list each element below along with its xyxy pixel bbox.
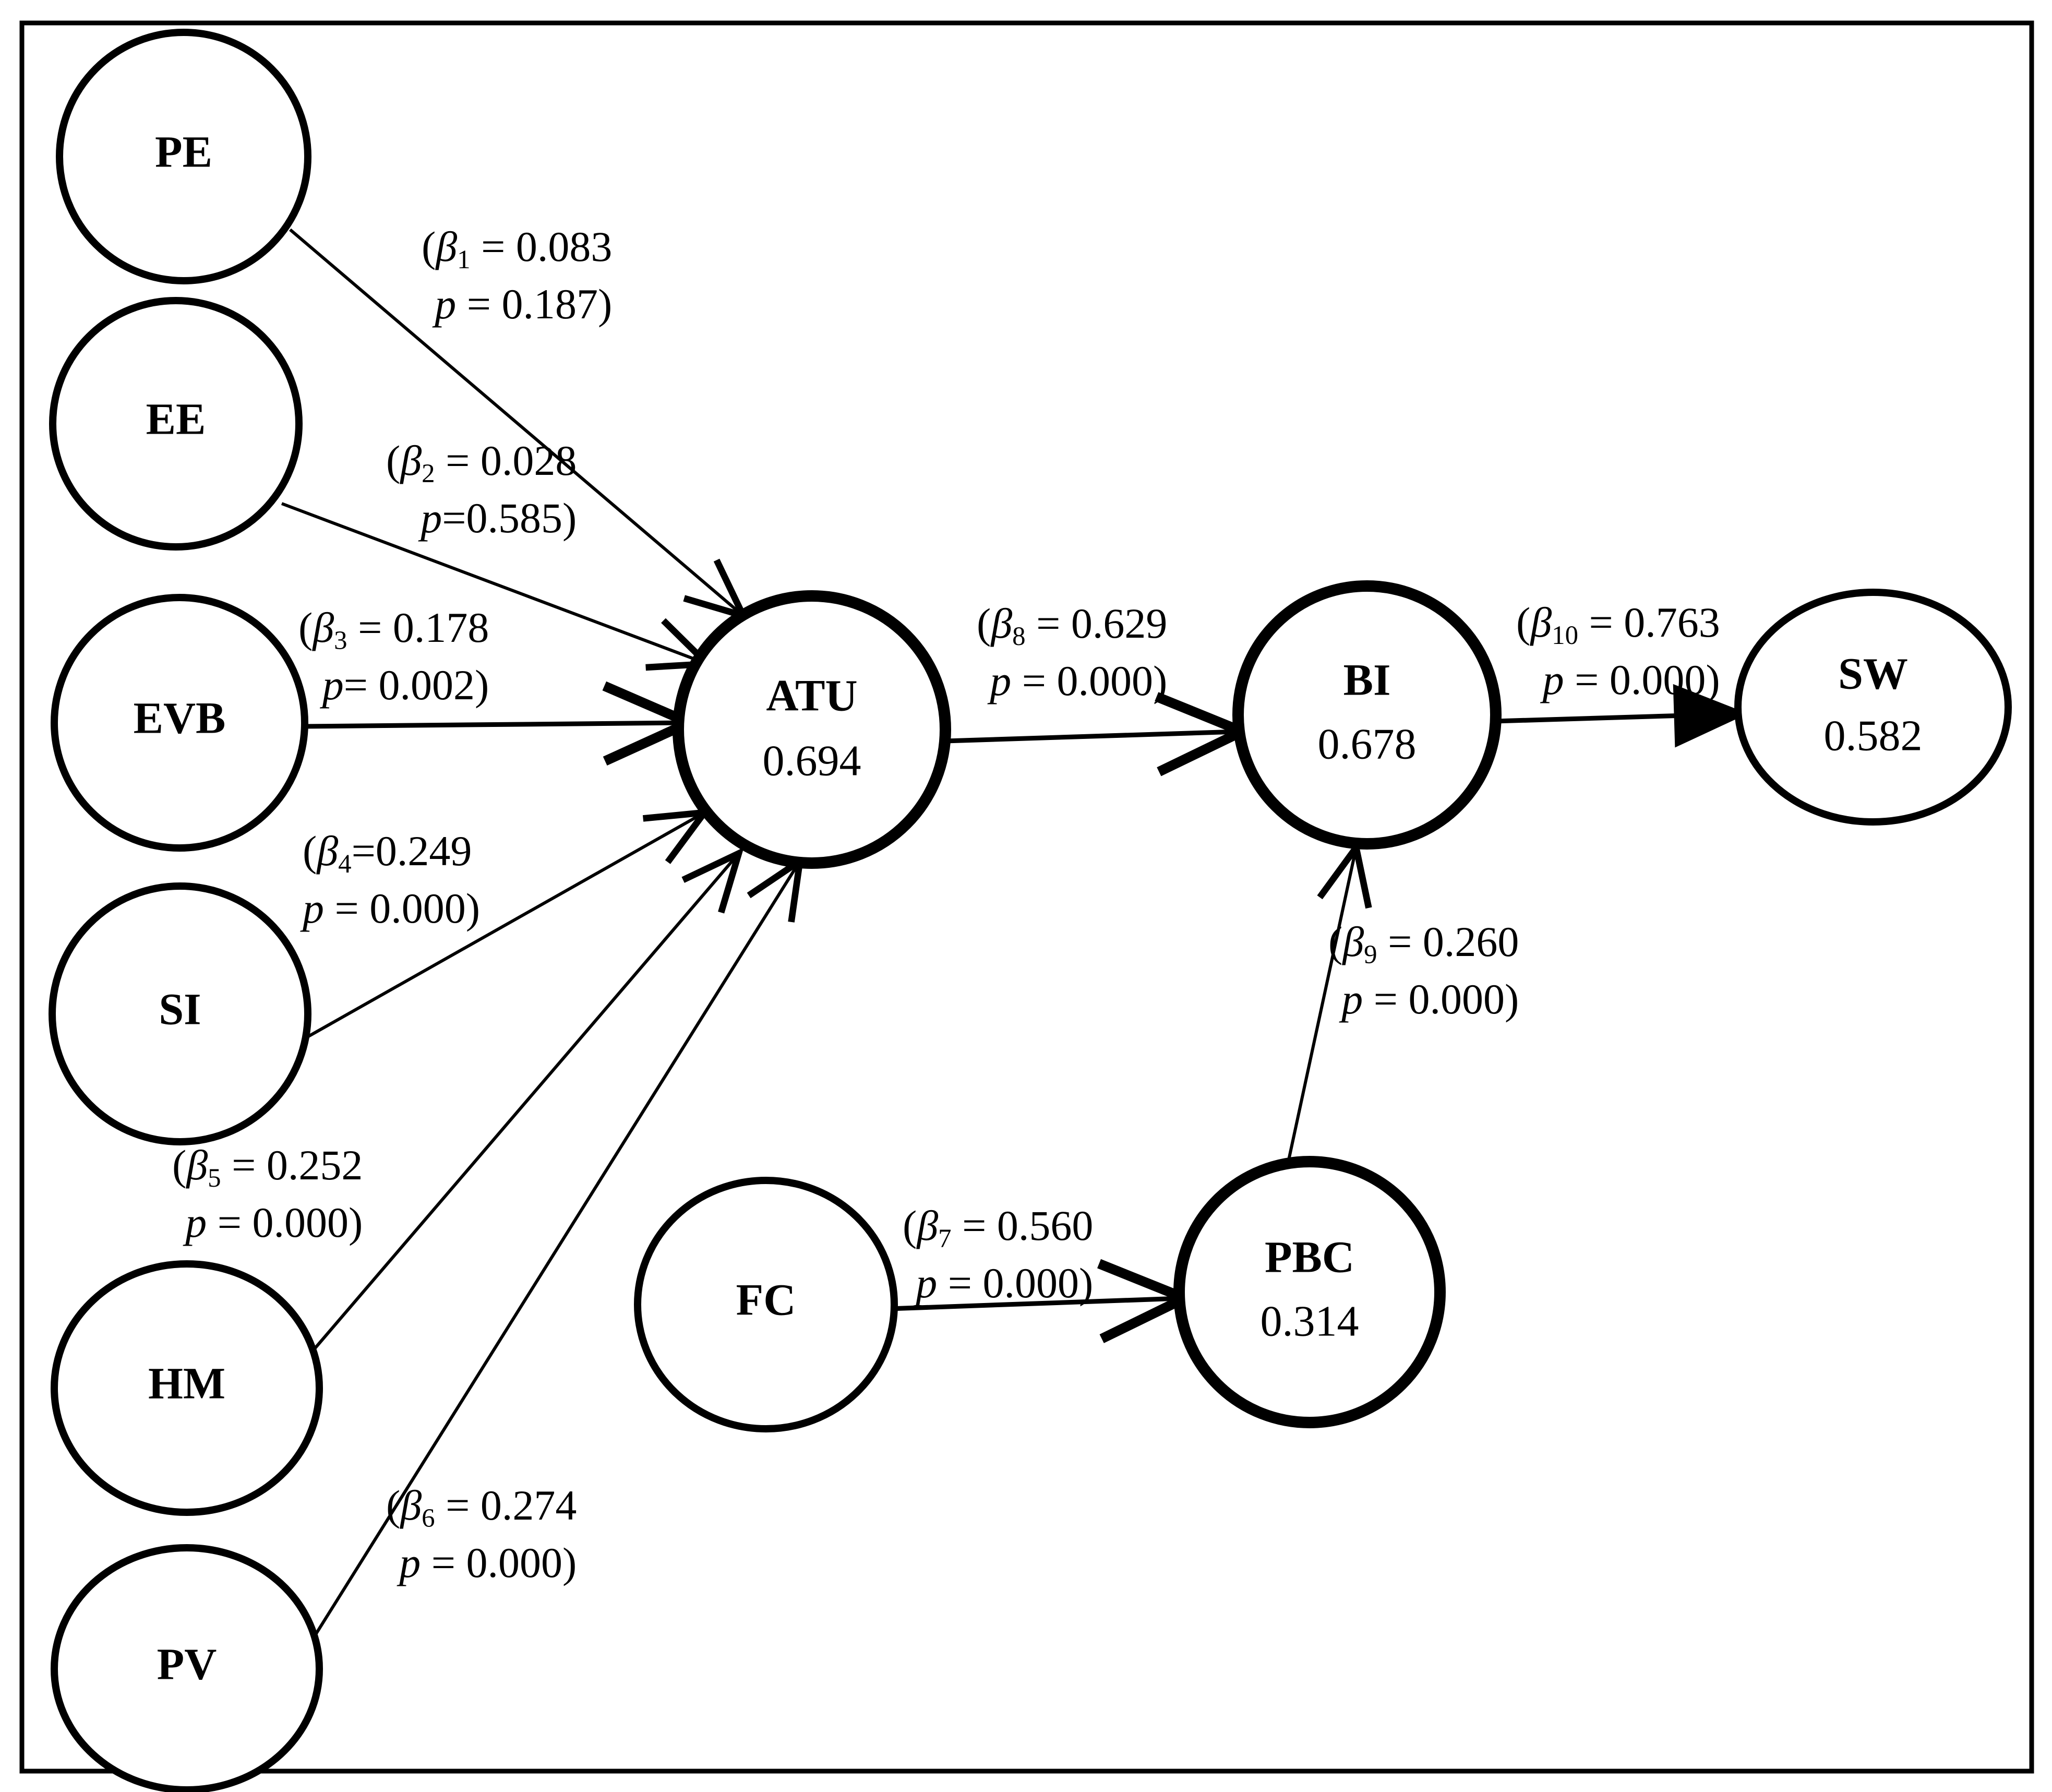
edge-group — [281, 228, 1748, 1640]
path-label-b1: (β1 = 0.083 p = 0.187) — [422, 223, 613, 328]
edge-pe-atu — [289, 228, 750, 621]
node-pbc-label: PBC — [1265, 1232, 1354, 1282]
path-label-b3: (β3 = 0.178 p= 0.002) — [298, 604, 489, 709]
path-label-b5: (β5 = 0.252 p = 0.000) — [172, 1141, 363, 1247]
node-bi-label: BI — [1343, 655, 1391, 705]
path-label-b8: (β8 = 0.629 p = 0.000) — [977, 600, 1168, 705]
path-label-b9: (β9 = 0.260 p = 0.000) — [1328, 918, 1519, 1023]
edge-fc-pbc — [889, 1259, 1197, 1343]
node-hm[interactable]: HM — [51, 1260, 323, 1516]
edge-atu-bi — [945, 692, 1255, 776]
edge-evb-atu — [301, 681, 702, 766]
node-sw-value: 0.582 — [1824, 711, 1923, 760]
edge-ee-atu — [281, 502, 715, 671]
edge-bi-sw — [1495, 684, 1748, 748]
node-pbc[interactable]: PBC 0.314 — [1173, 1156, 1446, 1428]
node-evb[interactable]: EVB — [51, 594, 308, 852]
edge-hm-atu — [308, 847, 744, 1355]
edge-pbc-bi — [1286, 839, 1372, 1165]
node-ee[interactable]: EE — [49, 297, 303, 551]
node-hm-label: HM — [148, 1358, 225, 1408]
node-bi[interactable]: BI 0.678 — [1232, 580, 1502, 850]
node-pv-label: PV — [157, 1639, 217, 1689]
node-group: PE EE EVB SI HM — [49, 29, 2012, 1792]
node-pe-label: PE — [155, 127, 212, 177]
node-fc[interactable]: FC — [634, 1177, 898, 1432]
node-si-label: SI — [159, 984, 201, 1034]
path-label-b4: (β4=0.249 p = 0.000) — [303, 827, 481, 933]
node-atu[interactable]: ATU 0.694 — [673, 590, 951, 869]
node-sw-label: SW — [1838, 649, 1908, 699]
node-si[interactable]: SI — [49, 882, 311, 1145]
node-pv[interactable]: PV — [51, 1544, 323, 1792]
node-fc-label: FC — [736, 1275, 796, 1325]
node-pe[interactable]: PE — [56, 29, 311, 284]
figure-border — [19, 20, 2034, 1774]
path-label-b6: (β6 = 0.274 p = 0.000) — [386, 1482, 577, 1587]
path-label-b7: (β7 = 0.560 p = 0.000) — [903, 1202, 1094, 1307]
path-label-b2: (β2 = 0.028 p=0.585) — [386, 437, 577, 542]
path-label-b10: (β10 = 0.763 p = 0.000) — [1516, 599, 1720, 704]
node-atu-label: ATU — [766, 671, 857, 721]
node-evb-label: EVB — [134, 693, 226, 743]
node-atu-value: 0.694 — [763, 736, 861, 785]
node-bi-value: 0.678 — [1318, 720, 1417, 768]
node-pbc-value: 0.314 — [1261, 1297, 1359, 1345]
edge-si-atu — [304, 808, 712, 1040]
node-ee-label: EE — [146, 394, 206, 444]
node-sw[interactable]: SW 0.582 — [1734, 589, 2012, 826]
edge-pv-atu — [311, 854, 805, 1640]
